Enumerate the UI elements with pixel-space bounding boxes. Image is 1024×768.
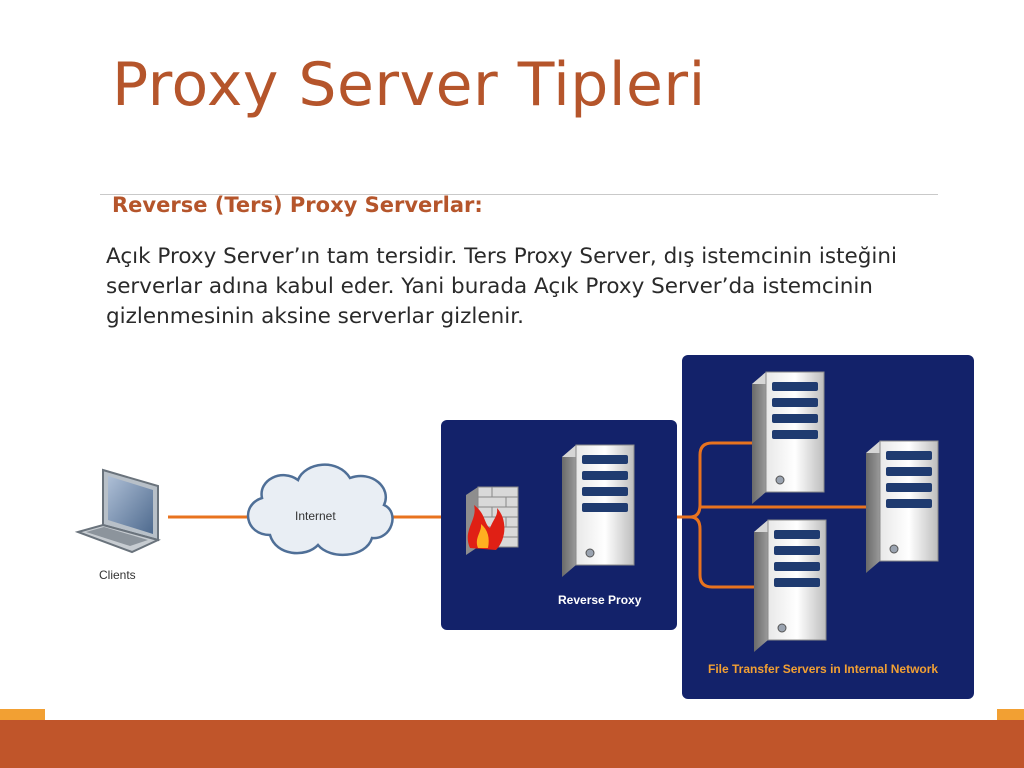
firewall-icon (466, 486, 519, 555)
footer-accent-left (0, 709, 45, 720)
file-server-icon-right (865, 440, 939, 574)
internal-network-label: File Transfer Servers in Internal Networ… (708, 662, 938, 676)
file-server-icon-bottom (753, 519, 827, 653)
clients-label: Clients (99, 568, 136, 582)
slide-body-text: Açık Proxy Server’ın tam tersidir. Ters … (106, 244, 897, 329)
internet-cloud-icon (246, 463, 394, 557)
internet-label: Internet (295, 509, 336, 523)
slide-subtitle: Reverse (Ters) Proxy Serverlar: (112, 193, 483, 217)
laptop-icon (74, 468, 161, 554)
title-divider (100, 194, 938, 195)
reverse-proxy-label: Reverse Proxy (558, 593, 642, 607)
reverse-proxy-server-icon (561, 444, 635, 578)
file-server-icon-top (751, 371, 825, 505)
slide-title: Proxy Server Tipleri (112, 50, 706, 120)
footer-accent-right (997, 709, 1024, 720)
footer-bar (0, 720, 1024, 768)
